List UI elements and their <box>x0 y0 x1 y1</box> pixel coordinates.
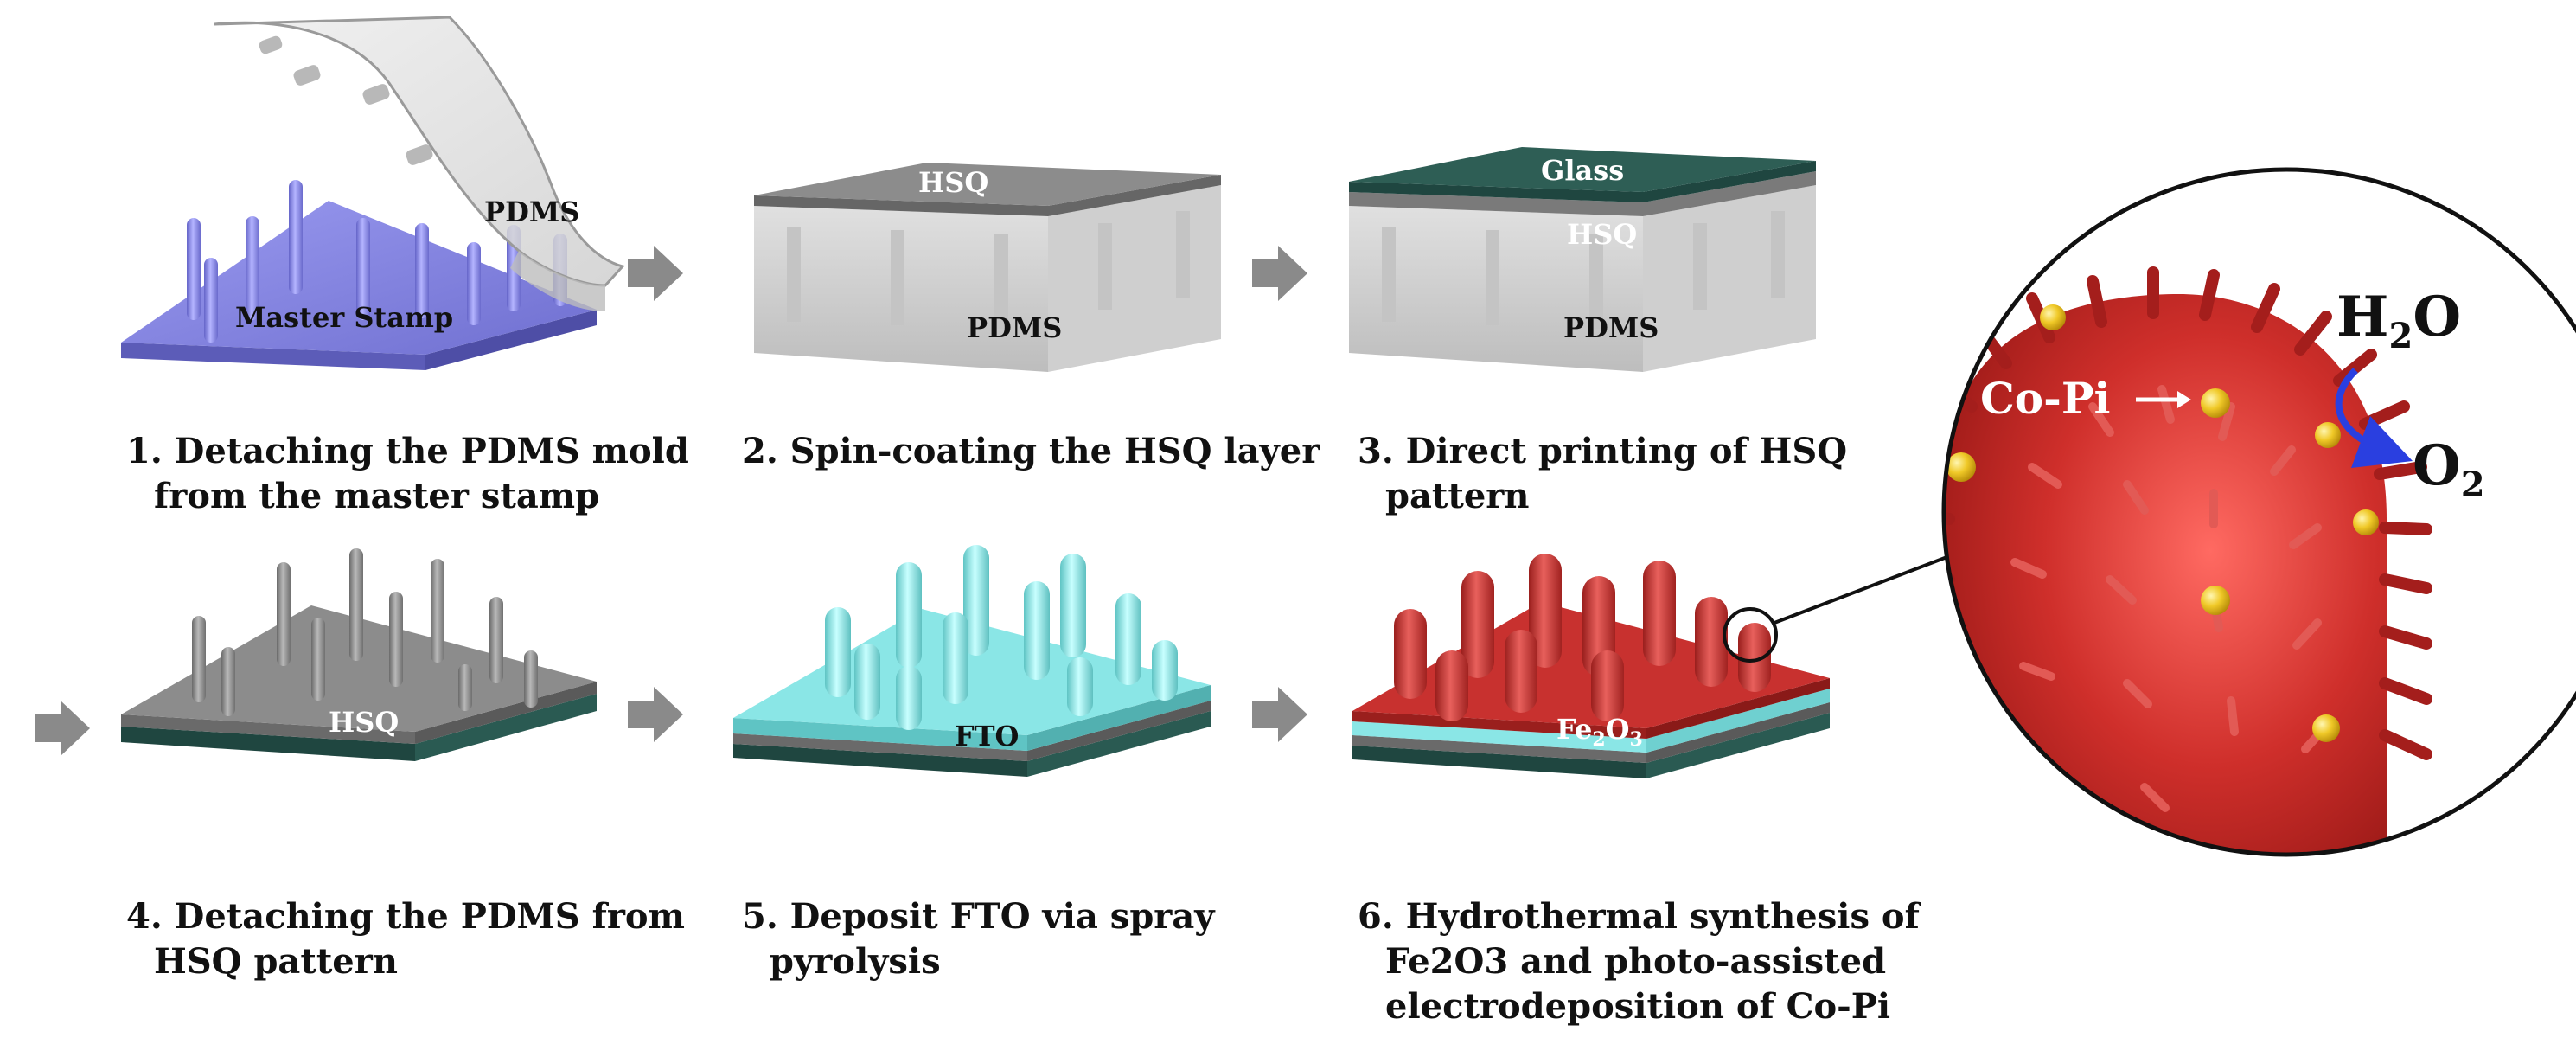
fto-base-right-6 <box>1646 689 1830 753</box>
caption-step-6-line-3: electrodeposition of Co-Pi <box>1385 986 1891 1027</box>
glass-base-front-4 <box>121 727 415 761</box>
arrow-into-step-4 <box>35 701 90 756</box>
glass-base-right-6 <box>1646 713 1830 778</box>
master-stamp-label: Master Stamp <box>235 301 453 334</box>
caption-step-5: 5. Deposit FTO via spray pyrolysis <box>742 894 1215 984</box>
fe2o3-pillars <box>1394 554 1771 721</box>
step-1-illustration: Master Stamp PDMS <box>121 16 625 370</box>
step-5-illustration: FTO <box>733 545 1211 777</box>
hsq-base-right-4 <box>415 682 597 744</box>
hsq-base-front-5 <box>733 733 1027 761</box>
arrow-step-5-to-6 <box>1252 687 1307 742</box>
caption-step-5-line-2: pyrolysis <box>770 941 941 982</box>
nanorod-surface-spikes <box>2010 385 2330 812</box>
fto-pillars <box>825 545 1178 730</box>
fto-label: FTO <box>955 720 1019 753</box>
glass-base-right-5 <box>1027 711 1211 777</box>
zoom-connector-line <box>1774 552 1957 625</box>
fe2o3-base-front <box>1352 711 1646 739</box>
co-pi-particles <box>1946 304 2379 742</box>
caption-step-3: 3. Direct printing of HSQ pattern <box>1358 429 1847 519</box>
step-3-illustration: Glass HSQ PDMS <box>1349 147 1816 372</box>
fto-base-right <box>1027 685 1211 751</box>
step-4-illustration: HSQ <box>121 548 597 761</box>
glass-layer-edge <box>1349 161 1816 202</box>
caption-step-2-line-1: 2. Spin-coating the HSQ layer <box>742 431 1320 471</box>
co-pi-pointer-head <box>2177 391 2191 408</box>
glass-base-right-4 <box>415 694 597 761</box>
pdms-mold-label: PDMS <box>484 195 579 228</box>
fto-base-front <box>733 718 1027 751</box>
fe2o3-base-right <box>1646 678 1830 739</box>
step-6-illustration: Fe2O3 <box>1352 552 1957 778</box>
nanorod-body <box>1946 294 2387 855</box>
pdms-block-holes-3 <box>1382 211 1785 329</box>
caption-step-2: 2. Spin-coating the HSQ layer <box>742 429 1320 474</box>
hsq-layer-top <box>754 163 1221 206</box>
hsq-label-4: HSQ <box>329 706 399 739</box>
pdms-label: PDMS <box>967 311 1062 344</box>
fe2o3-label: Fe2O3 <box>1556 713 1643 751</box>
hsq-layer-edge <box>754 175 1221 216</box>
caption-step-6-line-2: Fe2O3 and photo-assisted <box>1385 941 1887 982</box>
caption-step-6: 6. Hydrothermal synthesis of Fe2O3 and p… <box>1358 894 1920 1029</box>
oxygen-label: O2 <box>2413 433 2485 505</box>
zoom-marker-circle <box>1723 607 1778 663</box>
fto-base-front-6 <box>1352 721 1646 753</box>
pdms-block-holes <box>787 211 1190 329</box>
hsq-label: HSQ <box>918 166 988 199</box>
step-2-illustration: HSQ PDMS <box>754 163 1221 372</box>
caption-step-1: 1. Detaching the PDMS mold from the mast… <box>126 429 689 519</box>
hsq-pillars <box>192 548 538 716</box>
pdms-block-right <box>1048 185 1221 372</box>
hsq-layer-edge-3 <box>1349 171 1816 216</box>
caption-step-5-line-1: 5. Deposit FTO via spray <box>742 896 1215 937</box>
reaction-arrow <box>2335 368 2413 469</box>
pdms-mold <box>214 16 625 287</box>
caption-step-4-line-1: 4. Detaching the PDMS from <box>126 896 685 937</box>
pdms-label-3: PDMS <box>1563 311 1659 344</box>
master-stamp-side-right <box>425 310 597 370</box>
glass-base-front-6 <box>1352 746 1646 778</box>
hsq-base-right-6 <box>1646 702 1830 763</box>
hsq-base-top-4 <box>121 605 597 732</box>
arrow-step-1-to-2 <box>628 246 683 301</box>
pdms-mold-holes <box>259 35 433 165</box>
hsq-base-front-6 <box>1352 735 1646 763</box>
caption-step-4-line-2: HSQ pattern <box>154 941 398 982</box>
master-stamp-side-front <box>121 343 425 370</box>
caption-step-6-line-1: 6. Hydrothermal synthesis of <box>1358 896 1920 937</box>
caption-step-1-line-2: from the master stamp <box>154 476 600 516</box>
pdms-block-right-3 <box>1643 185 1816 372</box>
arrow-step-2-to-3 <box>1252 246 1307 301</box>
caption-step-1-line-1: 1. Detaching the PDMS mold <box>126 431 689 471</box>
hsq-base-right-5 <box>1027 701 1211 761</box>
caption-step-3-line-2: pattern <box>1385 476 1530 516</box>
inset-border <box>1941 167 2576 857</box>
co-pi-label: Co-Pi <box>1980 373 2111 424</box>
hsq-base-front-4 <box>121 714 415 744</box>
caption-step-3-line-1: 3. Direct printing of HSQ <box>1358 431 1848 471</box>
water-label: H2O <box>2336 285 2461 356</box>
glass-label: Glass <box>1541 154 1624 187</box>
glass-base-front-5 <box>733 744 1027 777</box>
magnified-inset: Co-Pi H2O O2 <box>1941 167 2576 857</box>
pdms-mold-edge <box>510 251 605 311</box>
hsq-label-3: HSQ <box>1567 218 1637 251</box>
caption-step-4: 4. Detaching the PDMS from HSQ pattern <box>126 894 685 984</box>
arrow-step-4-to-5 <box>628 687 683 742</box>
glass-layer-top <box>1349 147 1816 192</box>
